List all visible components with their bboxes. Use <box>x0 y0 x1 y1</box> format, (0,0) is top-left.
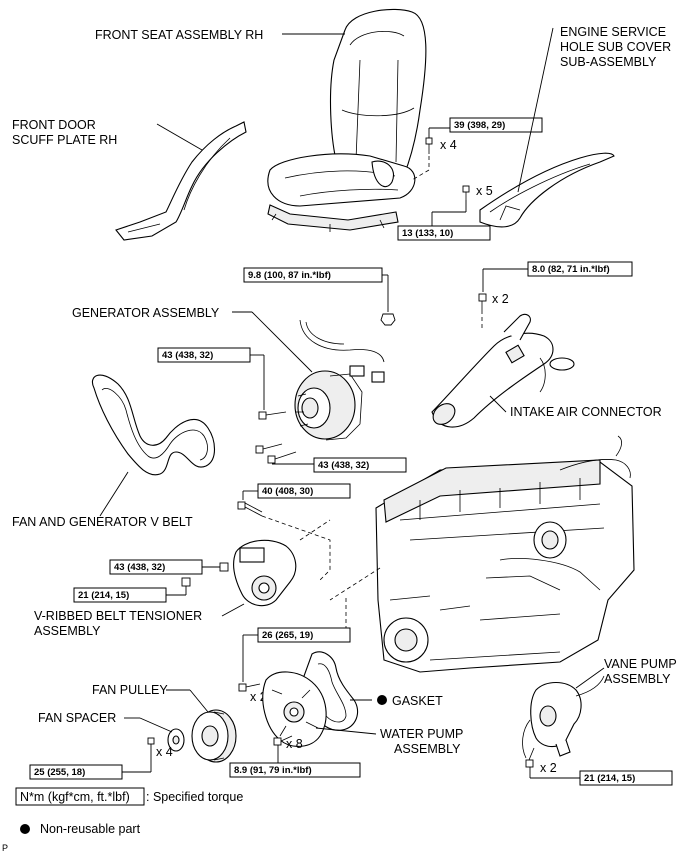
legend-non-reusable: Non-reusable part <box>40 822 141 836</box>
wp-bolt-lower-torque: 8.9 (91, 79 in.*lbf) <box>234 765 312 776</box>
v-belt-label: FAN AND GENERATOR V BELT <box>12 515 193 529</box>
fan-nut-torque-box <box>29 764 123 780</box>
tensioner-illustration <box>233 539 297 607</box>
engine-illustration <box>375 435 635 673</box>
water-pump-label-2: ASSEMBLY <box>394 742 461 756</box>
fan-spacer-leader <box>139 717 173 733</box>
v-belt-leader <box>99 471 129 517</box>
generator-leader <box>251 311 313 373</box>
tensioner-nut-icon <box>219 562 229 572</box>
legend-unit: N*m (kgf*cm, ft.*lbf) <box>20 790 130 804</box>
v-belt-illustration <box>92 374 216 476</box>
fan-spacer-illustration <box>167 728 185 752</box>
engine-cover-illustration <box>479 152 615 228</box>
vane-pump-label-1: VANE PUMP <box>604 657 677 671</box>
vane-quantity: x 2 <box>540 761 557 775</box>
legend-unit-description: : Specified torque <box>146 790 243 804</box>
seat-bolt-torque: 39 (398, 29) <box>454 120 505 131</box>
intake-label: INTAKE AIR CONNECTOR <box>510 405 662 419</box>
wp-lower-quantity: x 8 <box>286 737 303 751</box>
fan-spacer-label: FAN SPACER <box>38 711 116 725</box>
wp-bolt-lower-icon <box>273 735 293 746</box>
front-seat-label: FRONT SEAT ASSEMBLY RH <box>95 28 263 42</box>
cover-bolt-icon <box>462 185 470 200</box>
seat-bolt-dashline <box>411 156 430 181</box>
water-pump-leader <box>315 727 377 735</box>
fan-pulley-label: FAN PULLEY <box>92 683 168 697</box>
corner-mark: P <box>2 843 8 853</box>
gen-nut-torque: 9.8 (100, 87 in.*lbf) <box>248 270 331 281</box>
generator-label: GENERATOR ASSEMBLY <box>72 306 220 320</box>
tensioner-label-1: V-RIBBED BELT TENSIONER <box>34 609 202 623</box>
tensioner-leader <box>221 603 245 617</box>
gen-nut-icon <box>380 313 396 326</box>
tensioner-nut-torque: 43 (438, 32) <box>114 562 165 573</box>
vane-bolt-torque-box <box>579 770 673 786</box>
door-scuff-label-2: SCUFF PLATE RH <box>12 133 117 147</box>
legend-non-reusable-icon <box>20 824 30 834</box>
cover-bolt-torque-box <box>397 225 491 241</box>
tensioner-bolt-icon <box>181 577 191 587</box>
fan-quantity: x 4 <box>156 745 173 759</box>
gen-bolt-lower-icon <box>255 443 297 464</box>
gen-bolt-upper-icon <box>258 411 287 420</box>
tensioner-label-2: ASSEMBLY <box>34 624 101 638</box>
tensioner-long-torque: 40 (408, 30) <box>262 486 313 497</box>
cover-bolt-torque: 13 (133, 10) <box>402 228 453 239</box>
intake-connector-illustration <box>431 313 575 428</box>
water-pump-label-1: WATER PUMP <box>380 727 463 741</box>
engine-cover-label-1: ENGINE SERVICE <box>560 25 666 39</box>
seat-bolt-torque-box <box>449 117 543 133</box>
vane-bolt-icon <box>525 747 535 768</box>
engine-cover-label-2: HOLE SUB COVER <box>560 40 671 54</box>
vane-pump-illustration <box>522 675 605 759</box>
tensioner-bolt-torque: 21 (214, 15) <box>78 590 129 601</box>
gen-bolt-upper-torque: 43 (438, 32) <box>162 350 213 361</box>
seat-bolt-icon <box>425 137 433 154</box>
vane-bolt-torque: 21 (214, 15) <box>584 773 635 784</box>
generator-illustration <box>294 319 385 441</box>
water-pump-illustration <box>262 671 327 747</box>
intake-leader <box>489 395 507 413</box>
fan-pulley-leader <box>189 689 209 713</box>
non-reusable-marker-icon <box>377 695 387 705</box>
engine-cover-label-3: SUB-ASSEMBLY <box>560 55 657 69</box>
gasket-label: GASKET <box>392 694 443 708</box>
front-seat-illustration <box>267 8 427 232</box>
gen-bolt-lower-torque-box <box>313 457 407 473</box>
vane-pump-leader <box>575 667 605 689</box>
legend-unit-box <box>15 787 145 806</box>
wp-bolt-upper-torque: 26 (265, 19) <box>262 630 313 641</box>
engine-cover-leader <box>517 27 554 193</box>
intake-bolt-quantity: x 2 <box>492 292 509 306</box>
gen-bolt-lower-torque: 43 (438, 32) <box>318 460 369 471</box>
cover-bolt-quantity: x 5 <box>476 184 493 198</box>
intake-bolt-torque: 8.0 (82, 71 in.*lbf) <box>532 264 610 275</box>
fan-pulley-illustration <box>191 709 237 763</box>
fan-nut-icon <box>147 737 155 745</box>
seat-bolt-quantity: x 4 <box>440 138 457 152</box>
door-scuff-illustration <box>115 121 247 241</box>
tensioner-long-bolt-icon <box>237 501 263 517</box>
wp-bolt-lower-torque-box <box>229 762 361 778</box>
door-scuff-leader <box>156 123 203 151</box>
door-scuff-label-1: FRONT DOOR <box>12 118 96 132</box>
wp-bolt-upper-icon <box>238 683 261 692</box>
intake-bolt-icon <box>478 293 487 310</box>
vane-pump-label-2: ASSEMBLY <box>604 672 671 686</box>
fan-nut-torque: 25 (255, 18) <box>34 767 85 778</box>
